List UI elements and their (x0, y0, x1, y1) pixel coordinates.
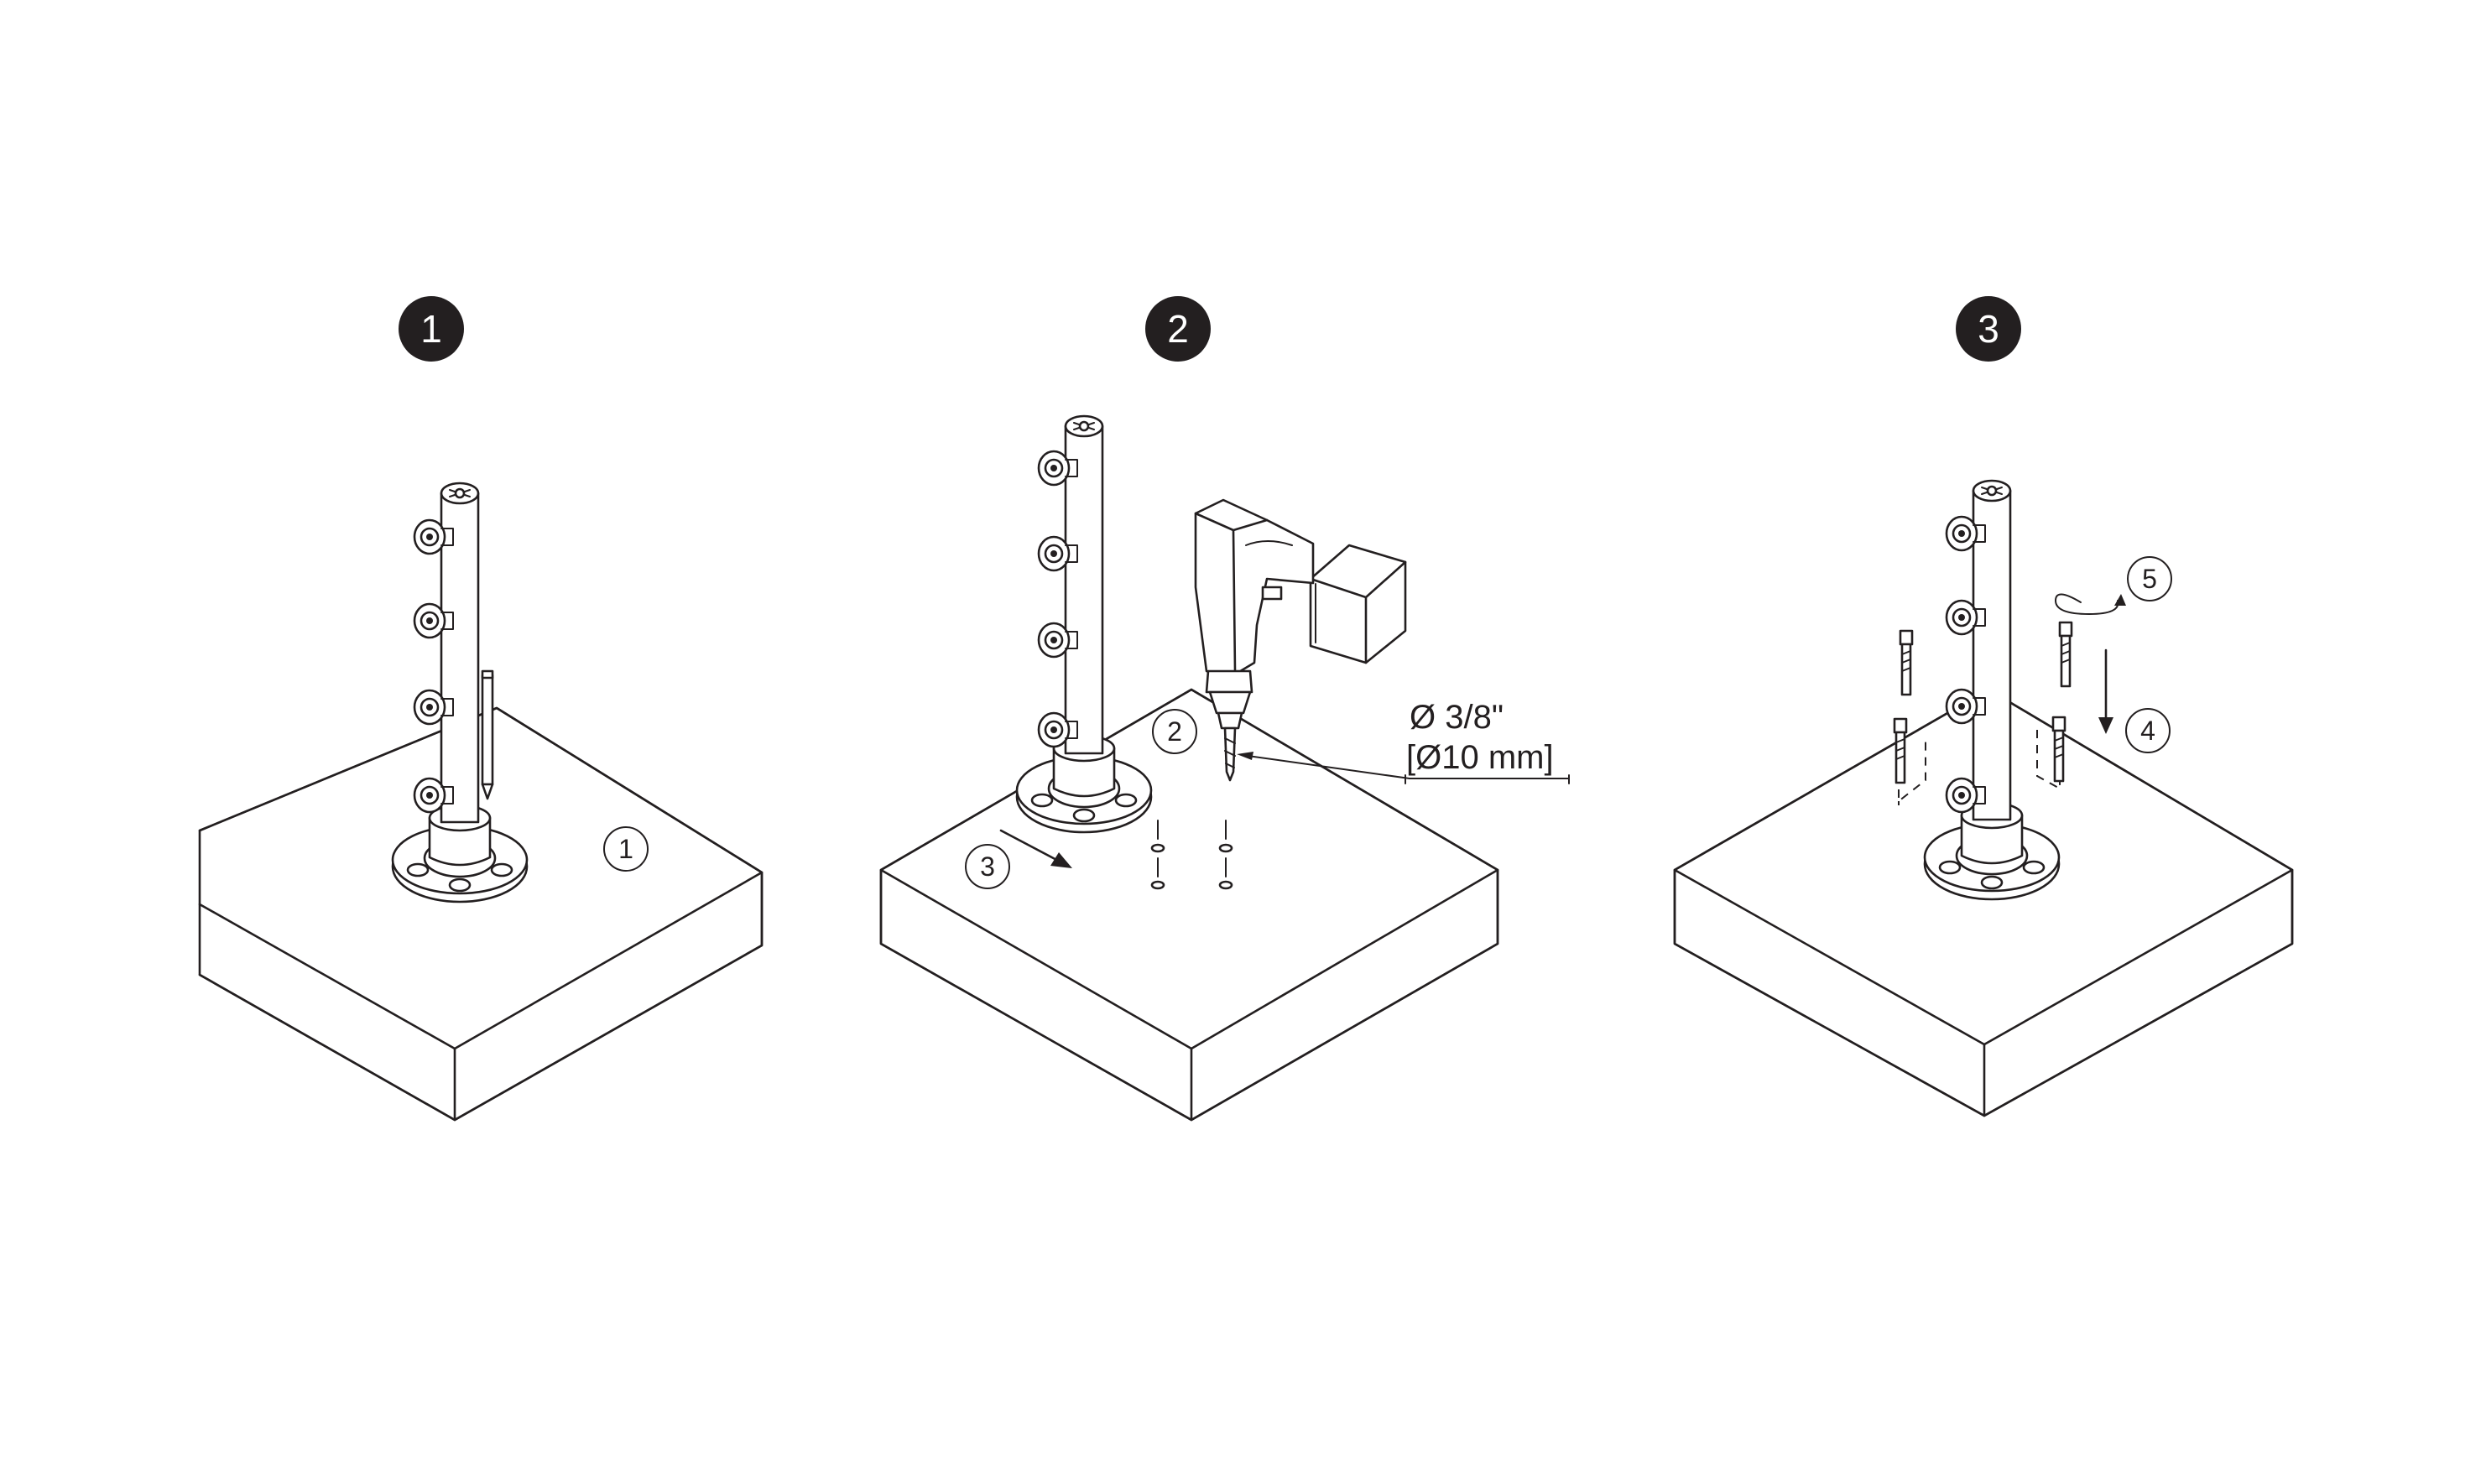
panel-2: 2 (879, 296, 1570, 1122)
tighten-rotate-arrow (2055, 593, 2126, 615)
drill-size-imperial: Ø 3/8" (1410, 699, 1504, 736)
concrete-slab-3 (1673, 688, 2294, 1117)
substep-3-badge: 3 (965, 844, 1010, 889)
concrete-slab-1 (198, 706, 764, 1122)
post-assembly-2 (1015, 414, 1153, 834)
step-1-badge: 1 (399, 296, 464, 362)
concrete-slab-2 (879, 688, 1499, 1122)
step-2-number: 2 (1167, 307, 1189, 351)
anchor-bolt-upper-left (1899, 629, 1914, 696)
substep-5-badge: 5 (2127, 556, 2172, 601)
anchor-bolt-lower-right (2051, 716, 2066, 783)
substep-3-number: 3 (980, 851, 995, 882)
step-2-badge: 2 (1145, 296, 1211, 362)
step-3-number: 3 (1978, 307, 1999, 351)
anchor-bolt-upper-right (2058, 621, 2073, 688)
pencil-icon (481, 669, 494, 800)
move-arrow (999, 829, 1072, 868)
drill-size-metric: [Ø10 mm] (1406, 739, 1554, 776)
drill-icon (1194, 498, 1407, 782)
insert-down-arrow (2098, 648, 2113, 734)
substep-2-badge: 2 (1152, 709, 1197, 754)
step-3-badge: 3 (1956, 296, 2021, 362)
substep-1-number: 1 (618, 834, 633, 864)
post-assembly-3 (1923, 479, 2061, 901)
panel-3: 3 (1673, 296, 2294, 1117)
panel-1: 1 (198, 296, 764, 1122)
substep-1-badge: 1 (603, 826, 649, 872)
step-1-number: 1 (420, 307, 442, 351)
substep-4-badge: 4 (2125, 708, 2171, 753)
anchor-bolt-lower-left (1893, 717, 1908, 784)
drill-marks (1150, 820, 1233, 890)
substep-2-number: 2 (1167, 716, 1182, 747)
substep-5-number: 5 (2142, 564, 2157, 594)
post-assembly-1 (391, 482, 529, 903)
substep-4-number: 4 (2140, 716, 2155, 746)
drill-size-callout: Ø 3/8" [Ø10 mm] (1237, 699, 1570, 784)
